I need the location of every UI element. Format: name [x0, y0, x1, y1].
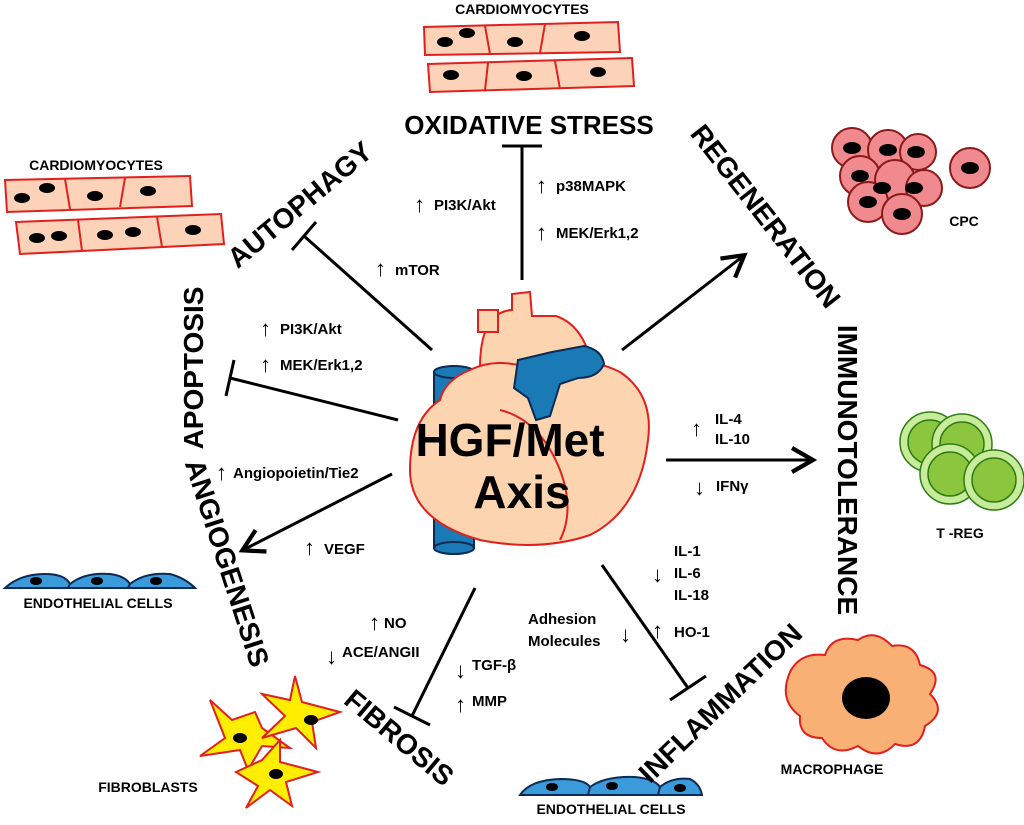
oxidative-stress-label: OXIDATIVE STRESS — [404, 110, 653, 140]
endothelial-left-group — [2, 572, 198, 589]
down-arrow-icon: ↓ — [694, 475, 705, 500]
up-arrow-icon: ↑ — [375, 256, 386, 281]
autophagy-tbar — [290, 221, 318, 251]
inf-il1-label: IL-1 — [674, 543, 701, 560]
fibrosis-tbar — [393, 705, 431, 727]
cpc-group — [831, 127, 991, 235]
center-title-line2: Axis — [473, 466, 570, 518]
center-title-line1: HGF/Met — [415, 414, 604, 466]
ang-vegf-label: VEGF — [324, 541, 365, 558]
cardiomyocytes-left-label: CARDIOMYOCYTES — [29, 157, 163, 173]
cardiomyocytes-top-label: CARDIOMYOCYTES — [455, 1, 589, 17]
cardiomyocyte-strand-left-1 — [3, 174, 194, 214]
endothelial-bottom-group — [518, 775, 704, 796]
imm-il10-label: IL-10 — [715, 431, 750, 448]
connectors — [224, 144, 818, 727]
auto-mtor-label: mTOR — [395, 262, 440, 279]
fib-mmp-label: MMP — [472, 693, 507, 710]
apo-mek-label: MEK/Erk1,2 — [280, 357, 363, 374]
cardiomyocyte-strand-top-1 — [422, 20, 622, 57]
fibrosis-connector — [410, 587, 477, 717]
down-arrow-icon: ↓ — [455, 658, 466, 683]
up-arrow-icon: ↑ — [304, 535, 315, 560]
ox-pi3k-label: PI3K/Akt — [434, 197, 496, 214]
fib-ace-label: ACE/ANGII — [342, 644, 420, 661]
apoptosis-label: APOPTOSIS — [178, 287, 209, 450]
ang-tie2-label: Angiopoietin/Tie2 — [233, 465, 359, 482]
fib-tgf-label: TGF-β — [472, 657, 516, 674]
cardiomyocytes-top-group: CARDIOMYOCYTES — [422, 1, 636, 94]
up-arrow-icon: ↑ — [455, 692, 466, 717]
treg-group — [899, 411, 1024, 511]
inf-adhesion-line2: Molecules — [528, 633, 601, 650]
fibrosis-label: FIBROSIS — [338, 683, 459, 792]
cardiomyocytes-left-group: CARDIOMYOCYTES — [3, 157, 226, 256]
down-arrow-icon: ↓ — [652, 562, 663, 587]
apo-pi3k-label: PI3K/Akt — [280, 321, 342, 338]
inflammation-connector — [600, 564, 690, 689]
macrophage-label: MACROPHAGE — [781, 761, 884, 777]
up-arrow-icon: ↑ — [536, 220, 547, 245]
fibroblasts-label: FIBROBLASTS — [98, 779, 198, 795]
inf-il18-label: IL-18 — [674, 587, 709, 604]
immunotolerance-label: IMMUNOTOLERANCE — [832, 325, 863, 615]
apoptosis-tbar — [224, 359, 236, 397]
up-arrow-icon: ↑ — [652, 618, 663, 643]
up-arrow-icon: ↑ — [691, 416, 702, 441]
regeneration-arrow — [621, 252, 748, 352]
autophagy-label: AUTOPHAGY — [222, 135, 379, 274]
cardiomyocyte-strand-left-2 — [14, 212, 226, 256]
autophagy-connector — [303, 234, 433, 352]
down-arrow-icon: ↓ — [326, 644, 337, 669]
up-arrow-icon: ↑ — [260, 352, 271, 377]
inflammation-tbar — [669, 674, 707, 702]
ox-p38-label: p38MAPK — [556, 178, 626, 195]
imm-ifn-label: IFNγ — [716, 478, 749, 495]
up-arrow-icon: ↑ — [414, 192, 425, 217]
inf-il6-label: IL-6 — [674, 565, 701, 582]
treg-label: T -REG — [936, 525, 984, 541]
cpc-label: CPC — [949, 213, 979, 229]
up-arrow-icon: ↑ — [369, 610, 380, 635]
up-arrow-icon: ↑ — [216, 460, 227, 485]
ox-mek-label: MEK/Erk1,2 — [556, 225, 639, 242]
imm-il4-label: IL-4 — [715, 411, 742, 428]
up-arrow-icon: ↑ — [536, 173, 547, 198]
endothelial-left-label: ENDOTHELIAL CELLS — [23, 595, 172, 611]
endothelial-bottom-label: ENDOTHELIAL CELLS — [536, 801, 685, 817]
angiogenesis-label: ANGIOGENESIS — [179, 455, 275, 670]
heart-illustration — [408, 290, 650, 555]
fibroblasts-group — [199, 675, 344, 809]
inf-adhesion-line1: Adhesion — [528, 611, 596, 628]
inf-ho1-label: HO-1 — [674, 624, 710, 641]
apoptosis-connector — [229, 376, 399, 422]
macrophage-group — [784, 634, 939, 755]
fib-no-label: NO — [384, 615, 407, 632]
up-arrow-icon: ↑ — [260, 316, 271, 341]
cardiomyocyte-strand-top-2 — [426, 56, 636, 94]
angiogenesis-arrow — [238, 472, 393, 554]
down-arrow-icon: ↓ — [620, 622, 631, 647]
